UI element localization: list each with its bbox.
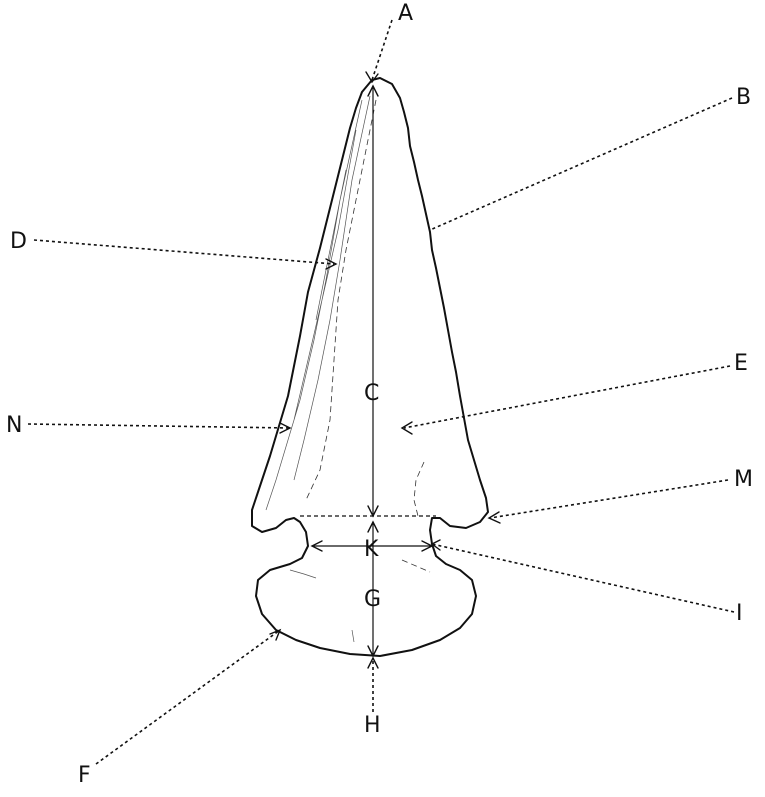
base-arrow-bottom: [367, 645, 379, 658]
label-h: H: [364, 713, 381, 738]
label-f: F: [78, 763, 91, 788]
leader-a-arrow: [365, 71, 379, 84]
label-g: G: [364, 587, 381, 612]
flake-scar-line: [305, 99, 377, 501]
leader-m-arrow: [487, 511, 501, 524]
base-arrow-top: [367, 520, 379, 533]
leader-f: [95, 629, 281, 765]
right-flake-scar: [401, 461, 431, 573]
base-detail: [289, 569, 355, 643]
leader-e: [403, 365, 731, 429]
leader-d: [33, 239, 335, 265]
leader-b: [429, 97, 733, 231]
leader-n: [27, 423, 291, 429]
flake-shading: [265, 95, 371, 511]
label-n: N: [6, 413, 22, 438]
leader-a: [371, 19, 393, 81]
label-m: M: [734, 467, 753, 492]
leader-d-arrow: [325, 258, 338, 270]
leader-e-arrow: [400, 421, 413, 435]
leader-m: [489, 479, 729, 519]
label-i: I: [736, 601, 743, 626]
leader-i: [431, 543, 735, 613]
leader-h-arrow: [367, 656, 379, 669]
point-outline: [251, 77, 489, 657]
leader-n-arrow: [279, 422, 292, 434]
leader-f-arrow: [269, 628, 282, 641]
label-b: B: [736, 85, 751, 110]
label-c: C: [364, 381, 379, 406]
neck-arrow-right: [421, 540, 434, 552]
leader-i-arrow: [430, 539, 441, 551]
neck-arrow-left: [310, 540, 323, 552]
length-arrow-top: [367, 84, 379, 97]
label-k: K: [364, 537, 379, 562]
label-a: A: [398, 1, 413, 26]
label-e: E: [734, 351, 748, 376]
label-d: D: [10, 229, 27, 254]
